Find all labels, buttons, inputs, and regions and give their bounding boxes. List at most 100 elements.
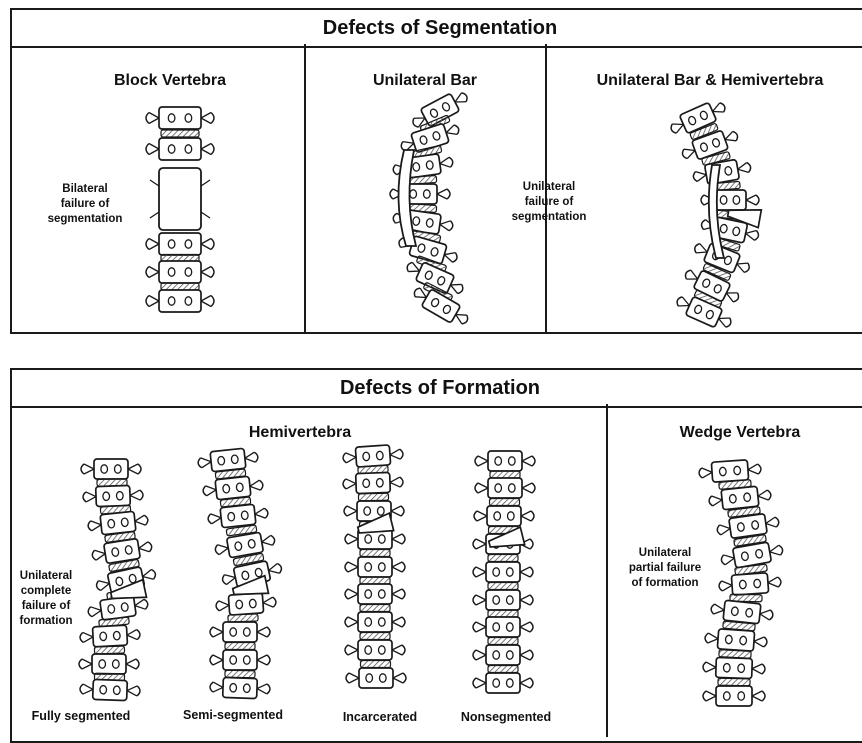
right-process: [447, 189, 450, 199]
right-process: [530, 650, 533, 660]
vertebral-body: [223, 622, 257, 642]
spine-semi-segmented: [197, 447, 283, 699]
left-process: [703, 691, 706, 701]
vertebral-body: [716, 657, 753, 678]
vertebra: [716, 512, 780, 540]
spine-unilateral-bar: [390, 87, 472, 330]
left-process: [393, 165, 397, 175]
right-process: [400, 477, 403, 487]
left-process: [699, 468, 703, 478]
right-process: [454, 124, 460, 134]
vertebra: [345, 584, 405, 604]
disc: [360, 633, 390, 640]
vertebral-body: [721, 486, 759, 510]
disc: [161, 283, 199, 290]
left-process: [693, 172, 698, 182]
vertebral-body: [711, 460, 748, 482]
vertebral-body: [487, 506, 521, 526]
left-process: [701, 219, 706, 229]
left-process: [146, 296, 149, 307]
vertebral-body: [358, 640, 392, 660]
right-process: [461, 92, 468, 102]
vertebral-body: [486, 673, 520, 693]
disc: [360, 605, 390, 612]
disc: [490, 499, 520, 506]
vertebra: [342, 444, 403, 468]
right-process: [277, 563, 282, 573]
vertebral-body: [220, 504, 256, 527]
left-process: [717, 525, 721, 535]
left-process: [88, 607, 92, 617]
right-process: [756, 195, 759, 205]
left-process: [345, 645, 348, 655]
vertebra: [344, 501, 404, 521]
left-process: [215, 545, 220, 555]
vertebra: [197, 447, 259, 473]
left-process: [343, 453, 347, 463]
spine-incarcerated: [342, 444, 406, 688]
right-process: [744, 263, 751, 273]
block-fused-body: [159, 168, 201, 230]
vertebra: [698, 459, 761, 483]
left-process: [474, 511, 477, 521]
vertebral-body: [488, 478, 522, 498]
right-process: [211, 144, 214, 155]
spine-nonsegmented: [473, 451, 535, 693]
right-process: [273, 597, 277, 607]
right-process: [530, 539, 533, 549]
vertebral-body: [159, 261, 201, 283]
right-process: [211, 113, 214, 124]
left-process: [684, 269, 691, 279]
right-process: [267, 627, 270, 637]
disc: [360, 550, 390, 557]
disc: [225, 643, 255, 650]
vertebra: [346, 668, 406, 688]
left-process: [146, 144, 149, 155]
vertebral-body: [94, 459, 128, 479]
right-process: [449, 221, 453, 231]
left-process: [475, 456, 478, 466]
left-process: [705, 633, 709, 643]
right-process: [403, 673, 406, 683]
right-process: [449, 157, 453, 167]
disc: [361, 661, 391, 668]
vertebra: [710, 599, 774, 625]
left-process: [88, 521, 92, 531]
right-process: [769, 610, 773, 620]
disc: [718, 678, 750, 686]
left-process: [411, 118, 418, 128]
vertebra: [210, 677, 271, 699]
vertebra: [473, 562, 533, 582]
vertebra: [704, 628, 767, 652]
left-process: [208, 514, 212, 524]
vertebra: [343, 472, 404, 494]
vertebra: [146, 290, 214, 312]
left-process: [393, 213, 397, 223]
left-process: [473, 595, 476, 605]
left-process: [146, 239, 149, 250]
right-process: [401, 506, 404, 516]
left-process: [693, 243, 700, 253]
vertebra: [79, 654, 139, 674]
left-process: [711, 604, 715, 614]
vertebra: [80, 679, 141, 701]
disc: [488, 610, 518, 617]
vertebral-body: [731, 573, 768, 595]
vertebral-body: [96, 485, 131, 506]
vertebral-body: [714, 190, 746, 210]
disc: [488, 638, 518, 645]
right-process: [775, 517, 779, 527]
right-process: [136, 659, 139, 669]
right-process: [140, 490, 143, 500]
left-process: [719, 581, 723, 591]
vertebral-body: [92, 654, 126, 674]
left-process: [345, 589, 348, 599]
left-process: [92, 550, 97, 560]
right-process: [402, 562, 405, 572]
right-process: [453, 253, 459, 263]
right-process: [462, 315, 470, 325]
right-process: [530, 567, 533, 577]
right-process: [531, 511, 534, 521]
right-process: [530, 678, 533, 688]
right-process: [271, 535, 276, 545]
